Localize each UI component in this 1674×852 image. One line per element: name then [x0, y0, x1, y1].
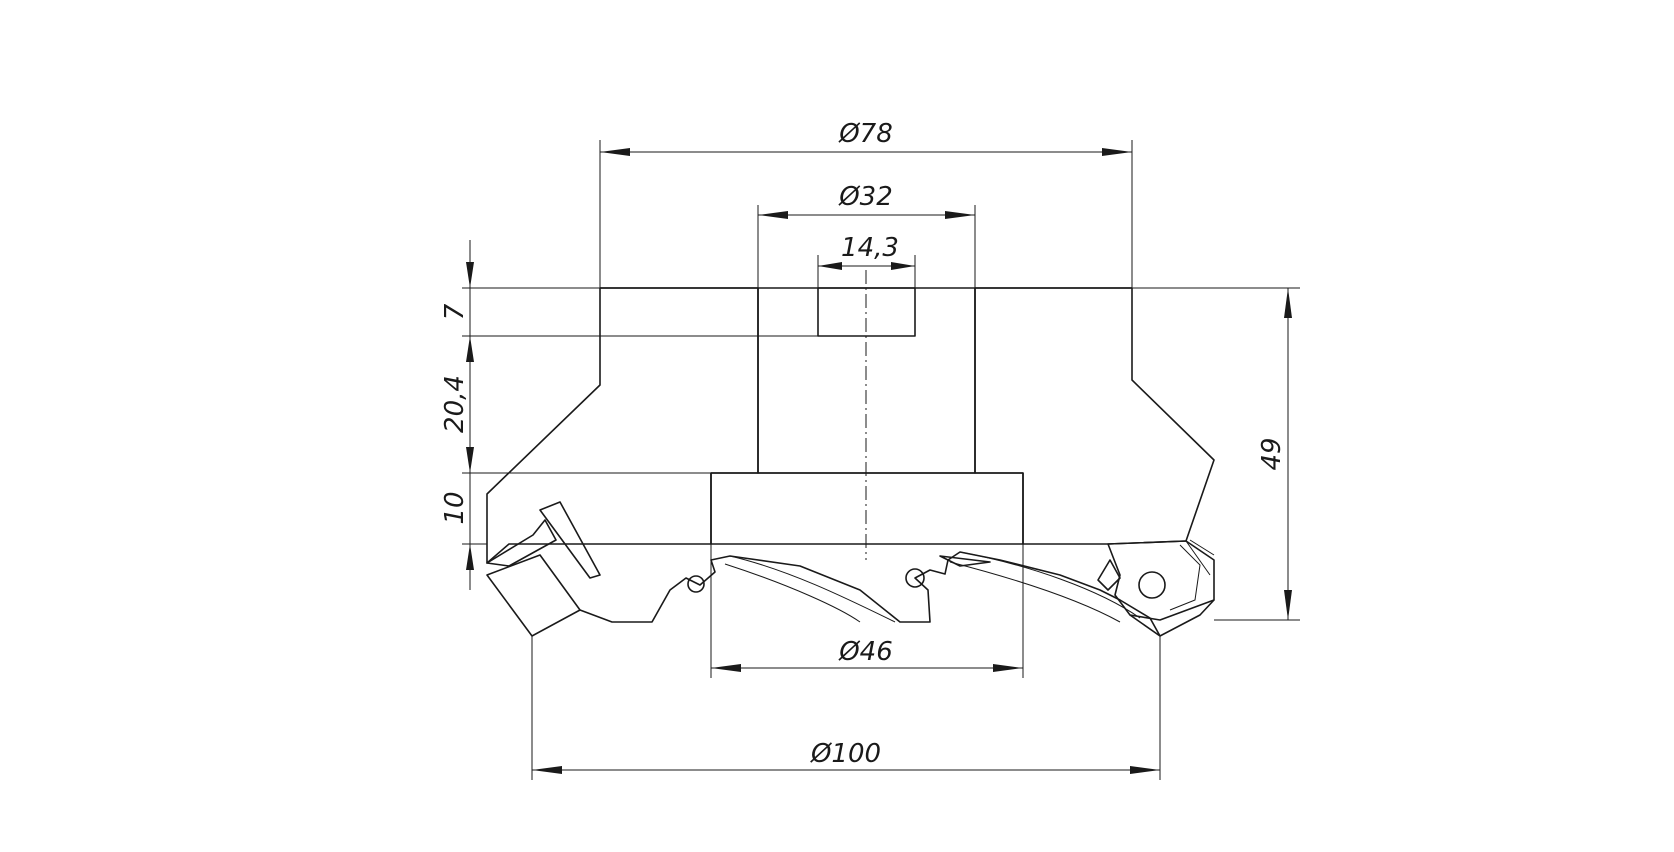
right-insert-screw: [1138, 571, 1166, 599]
right-tip: [1129, 599, 1215, 637]
dim-dia-46-label: Ø46: [838, 637, 893, 667]
left-insert: [486, 519, 557, 567]
counterbore-outline: [710, 472, 1024, 545]
dim-dia-46: Ø46: [710, 544, 1024, 678]
left-hatched-section: [486, 287, 759, 564]
flute-curve-left-inner: [724, 563, 861, 623]
dim-key-width-label: 14,3: [841, 233, 899, 263]
dim-key-width: 14,3: [817, 233, 916, 288]
left-insert-wedge: [539, 501, 601, 579]
dim-dia-100: Ø100: [531, 636, 1161, 780]
right-hatched-section: [974, 287, 1215, 545]
dim-height-20-4-label: 20,4: [440, 375, 470, 433]
dim-dia-78-label: Ø78: [838, 119, 893, 149]
dim-height-49: 49: [1132, 287, 1300, 621]
flute-curve-left: [729, 555, 896, 623]
cutter-body-section: [486, 287, 1215, 564]
dim-heights-left: 7 20,4 10: [440, 240, 818, 590]
right-tooth-pocket: [1097, 559, 1121, 591]
lower-tooth-profile: [579, 551, 1161, 637]
dim-dia-100-label: Ø100: [810, 739, 881, 769]
dim-dia-32-label: Ø32: [838, 182, 893, 212]
flute-curve-right-inner: [949, 561, 1121, 623]
dim-height-49-label: 49: [1257, 437, 1287, 470]
dim-dia-32: Ø32: [757, 182, 976, 288]
right-insert-detail: [1169, 539, 1215, 611]
mid-insert: [939, 555, 991, 567]
dim-height-7-label: 7: [440, 303, 470, 320]
dim-dia-78: Ø78: [599, 119, 1133, 288]
dim-height-10-label: 10: [440, 491, 470, 524]
chip-pocket-mid: [905, 568, 925, 588]
right-insert-body: [1107, 540, 1215, 621]
chip-pocket-left: [687, 575, 705, 593]
cutting-teeth: [486, 501, 1215, 637]
left-tip-carrier: [486, 554, 581, 637]
